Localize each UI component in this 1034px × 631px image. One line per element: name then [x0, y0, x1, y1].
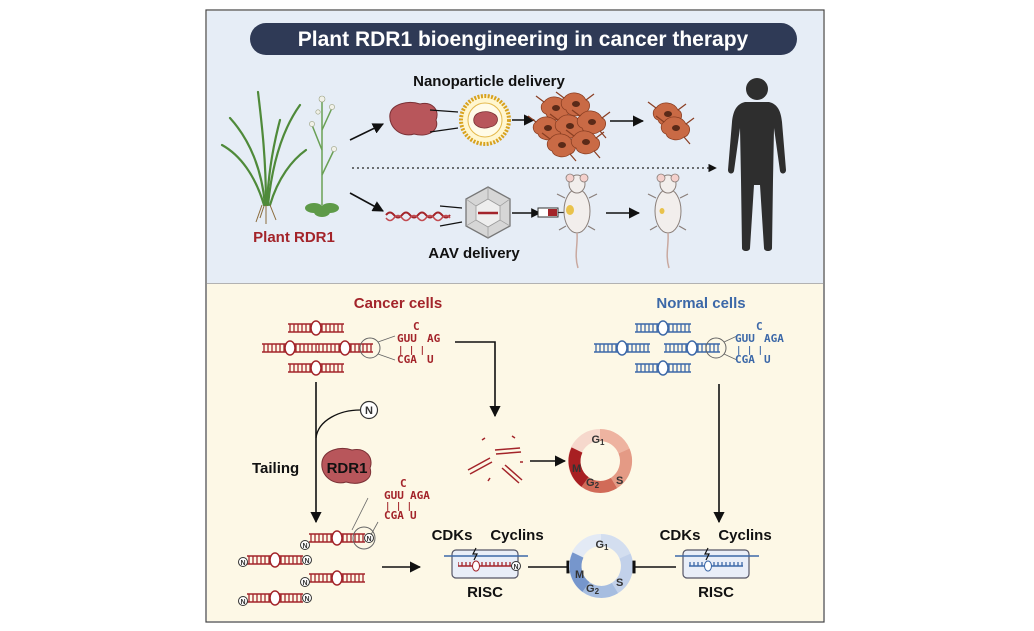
- svg-text:CGA: CGA: [735, 353, 755, 366]
- cell-cycle-arrested: G1 S G2 M: [569, 534, 633, 598]
- nanoparticle: [459, 94, 511, 146]
- svg-text:G1: G1: [591, 434, 605, 447]
- svg-text:GUU: GUU: [735, 332, 755, 345]
- normal-cells-label: Normal cells: [656, 295, 745, 312]
- risc-complex-left: [444, 547, 528, 579]
- svg-text:M: M: [572, 463, 581, 475]
- svg-text:G2: G2: [586, 477, 600, 490]
- svg-text:CGA: CGA: [397, 353, 417, 366]
- page-title: Plant RDR1 bioengineering in cancer ther…: [298, 28, 749, 51]
- tailed-zoom-circle: [352, 526, 376, 550]
- normal-sequence: C GUU AGA | | | CGA U: [735, 320, 784, 366]
- plant-rdr1-label: Plant RDR1: [253, 229, 335, 246]
- top-panel: [207, 11, 823, 283]
- rdr1-protein-blob: [389, 101, 438, 136]
- cyclins-label-right: Cyclins: [718, 527, 771, 544]
- svg-text:G2: G2: [586, 583, 600, 596]
- mirna-fragments: [467, 435, 523, 484]
- cancer-sequence: C GUU AG | | | CGA U: [397, 320, 441, 366]
- svg-text:C: C: [400, 477, 407, 490]
- svg-text:AGA: AGA: [410, 489, 430, 502]
- cdks-label-right: CDKs: [660, 527, 701, 544]
- plant-illustration: [220, 90, 339, 224]
- title-pill: [250, 23, 797, 55]
- svg-text:S: S: [616, 577, 623, 589]
- rdr1-enzyme-blob: [321, 448, 372, 484]
- syringe-icon: [512, 207, 566, 218]
- risc-label-right: RISC: [698, 584, 734, 601]
- cdks-label-left: CDKs: [432, 527, 473, 544]
- svg-text:G1: G1: [595, 539, 609, 552]
- aav-rna-strand: [385, 211, 451, 219]
- cancer-cells-label: Cancer cells: [354, 295, 442, 312]
- outer-frame: [205, 9, 825, 623]
- svg-text:GUU: GUU: [397, 332, 417, 345]
- cell-cycle-active: G1 S G2 M: [568, 429, 632, 493]
- rdr1-enzyme-label: RDR1: [327, 460, 368, 477]
- svg-text:| | |: | | |: [736, 346, 763, 356]
- svg-text:| | |: | | |: [385, 502, 412, 512]
- tailing-label: Tailing: [252, 460, 299, 477]
- svg-text:M: M: [575, 569, 584, 581]
- normal-zoom-circle: [705, 337, 727, 359]
- svg-text:N: N: [365, 405, 373, 417]
- svg-text:AGA: AGA: [764, 332, 784, 345]
- arrow-plant-to-nanoparticle: [349, 123, 385, 141]
- svg-text:U: U: [427, 353, 434, 366]
- cancer-zoom-circle: [359, 337, 381, 359]
- svg-text:AG: AG: [427, 332, 441, 345]
- nucleotide-icon: N: [359, 400, 379, 420]
- risc-complex-right: [675, 547, 759, 579]
- aav-capsid: [465, 186, 511, 239]
- tailed-sequence: C GUU AGA | | | CGA U: [384, 477, 430, 522]
- svg-text:S: S: [616, 475, 623, 487]
- human-silhouette: [728, 78, 786, 251]
- risc-label-left: RISC: [467, 584, 503, 601]
- svg-text:C: C: [413, 320, 420, 333]
- svg-text:| | |: | | |: [398, 346, 425, 356]
- svg-text:C: C: [756, 320, 763, 333]
- svg-text:GUU: GUU: [384, 489, 404, 502]
- svg-text:CGA: CGA: [384, 509, 404, 522]
- svg-text:U: U: [764, 353, 771, 366]
- mouse-treated: [647, 173, 689, 269]
- mouse-with-tumor: [556, 173, 598, 269]
- nanoparticle-delivery-label: Nanoparticle delivery: [413, 73, 565, 90]
- arrow-plant-to-aav: [349, 192, 384, 212]
- aav-delivery-label: AAV delivery: [428, 245, 520, 262]
- cyclins-label-left: Cyclins: [490, 527, 543, 544]
- svg-text:U: U: [410, 509, 417, 522]
- arrow-cancer-to-fragments: [455, 341, 501, 418]
